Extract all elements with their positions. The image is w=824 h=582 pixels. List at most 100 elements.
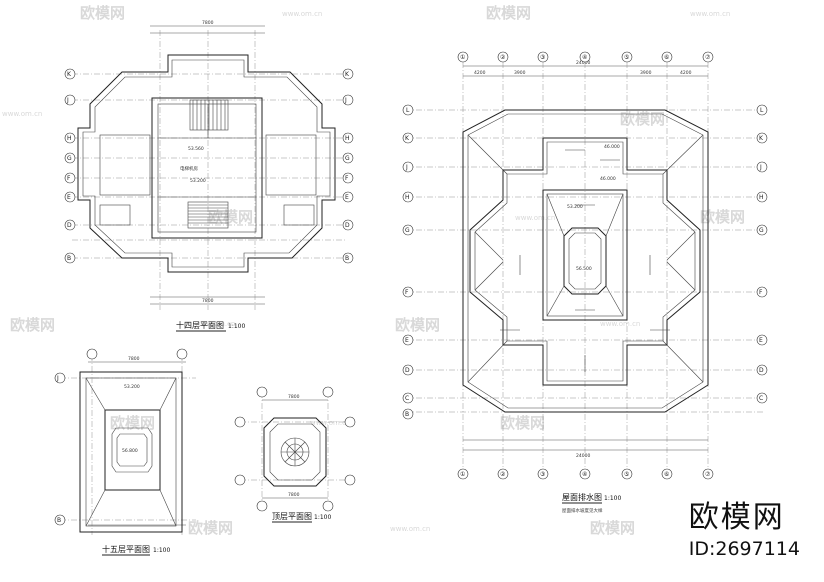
svg-text:③: ③ [540, 54, 545, 61]
svg-text:E: E [405, 337, 409, 344]
svg-text:④: ④ [582, 54, 587, 61]
floor15-scale: 1:100 [153, 547, 170, 554]
elev-upper: 53.560 [188, 146, 204, 152]
stair-upper [189, 99, 229, 131]
svg-text:D: D [405, 367, 410, 374]
dim-top: 7800 [202, 20, 214, 26]
watermark-text: 欧模网 [486, 4, 531, 22]
svg-text:C: C [405, 395, 409, 402]
svg-text:E: E [67, 194, 71, 201]
svg-text:H: H [759, 194, 764, 201]
svg-text:④: ④ [582, 471, 587, 478]
watermark-text: 欧模网 [620, 110, 665, 128]
svg-text:J: J [344, 97, 347, 104]
watermark-text: 欧模网 [110, 414, 155, 432]
dim-top: 7800 [288, 394, 300, 400]
svg-text:F: F [405, 289, 409, 296]
svg-text:⑤: ⑤ [624, 471, 629, 478]
watermark-url: www.om.cn [390, 525, 430, 533]
top-title: 顶层平面图 [272, 512, 312, 521]
svg-text:B: B [67, 255, 71, 262]
dim-top: 7800 [128, 356, 140, 362]
svg-text:②: ② [500, 54, 506, 61]
svg-text:K: K [405, 135, 410, 142]
svg-text:K: K [67, 71, 72, 78]
brand-id: ID:2697114 [688, 538, 800, 560]
brand-name: 欧模网 [688, 500, 785, 535]
svg-text:⑦: ⑦ [705, 54, 711, 61]
svg-text:B: B [345, 255, 349, 262]
svg-text:③: ③ [540, 471, 545, 478]
dim-bottom: 7800 [202, 298, 214, 304]
dim-bottom: 7800 [288, 492, 300, 498]
svg-text:G: G [405, 227, 410, 234]
elev-b: 46.000 [600, 176, 616, 182]
svg-text:J: J [66, 97, 69, 104]
top-scale: 1:100 [314, 514, 331, 521]
elev-inner: 56.800 [122, 448, 138, 454]
watermark-url: www.om.cn [690, 10, 730, 18]
axis-bubbles-roof-right: L K J H G F E D C [756, 104, 768, 404]
svg-text:J: J [56, 375, 59, 382]
elev-a: 46.000 [604, 144, 620, 150]
svg-text:①: ① [460, 471, 465, 478]
svg-text:3900: 3900 [640, 70, 652, 76]
top-floor-plan: 7800 7800 顶层平面图 1:100 [234, 386, 356, 523]
axis-bubbles-roof-left: L K J H G F E D C B [402, 104, 414, 420]
watermark-url: www.om.cn [600, 320, 640, 328]
axis-bubbles-left: K J H G F E D B [64, 68, 76, 264]
watermark-url: www.om.cn [2, 110, 42, 118]
svg-text:H: H [345, 135, 350, 142]
svg-text:B: B [405, 411, 409, 418]
axis-bubbles-top: ① ② ③ ④ ⑤ ⑥ ⑦ [457, 51, 714, 63]
svg-text:②: ② [500, 471, 506, 478]
roof-drainage-plan: 24000 24000 4200 3900 3900 4200 [402, 51, 768, 514]
watermark-url: www.om.cn [282, 10, 322, 18]
room-label: 电梯机房 [180, 165, 198, 172]
svg-text:B: B [57, 517, 61, 524]
watermark-text: 欧模网 [10, 316, 55, 334]
svg-text:4200: 4200 [680, 70, 692, 76]
floor14-title: 十四层平面图 [176, 320, 224, 330]
watermark-text: 欧模网 [208, 208, 253, 226]
svg-text:⑦: ⑦ [705, 471, 711, 478]
elev: 53.200 [124, 384, 140, 390]
dim-bottom-total: 24000 [576, 453, 590, 459]
svg-text:F: F [345, 175, 349, 182]
svg-text:F: F [67, 175, 71, 182]
svg-text:D: D [67, 222, 72, 229]
svg-text:E: E [345, 194, 349, 201]
svg-text:L: L [406, 107, 410, 114]
elev-lower: 53.200 [190, 178, 206, 184]
roof-note: 屋面排水坡度见大样 [562, 507, 603, 514]
svg-text:H: H [67, 135, 72, 142]
floor14-scale: 1:100 [228, 323, 245, 330]
svg-text:G: G [67, 155, 72, 162]
svg-text:K: K [759, 135, 764, 142]
svg-text:①: ① [460, 54, 465, 61]
elev-c: 53.200 [567, 204, 583, 210]
svg-text:G: G [345, 155, 350, 162]
watermark-url: www.om.cn [195, 320, 235, 328]
svg-text:C: C [759, 395, 763, 402]
svg-text:⑥: ⑥ [664, 471, 669, 478]
svg-text:D: D [345, 222, 350, 229]
elev-d: 56.500 [576, 266, 592, 272]
svg-text:⑥: ⑥ [664, 54, 669, 61]
stair-lower [187, 201, 229, 229]
floor15-title: 十五层平面图 [102, 544, 150, 554]
floor15-plan: 7800 53.200 56.800 J B 十五层平面图 1:100 [54, 348, 196, 556]
watermark-url: www.om.cn [515, 214, 555, 222]
drainage-arrows [500, 149, 670, 372]
svg-text:F: F [759, 289, 763, 296]
svg-text:⑤: ⑤ [624, 54, 629, 61]
svg-text:3900: 3900 [514, 70, 526, 76]
brand-block: 欧模网 ID:2697114 [689, 492, 800, 560]
watermark-text: 欧模网 [700, 208, 745, 226]
svg-text:4200: 4200 [474, 70, 486, 76]
svg-text:L: L [760, 107, 764, 114]
svg-text:E: E [759, 337, 763, 344]
roof-title: 屋面排水图 [562, 492, 602, 502]
watermark-text: 欧模网 [395, 316, 440, 334]
